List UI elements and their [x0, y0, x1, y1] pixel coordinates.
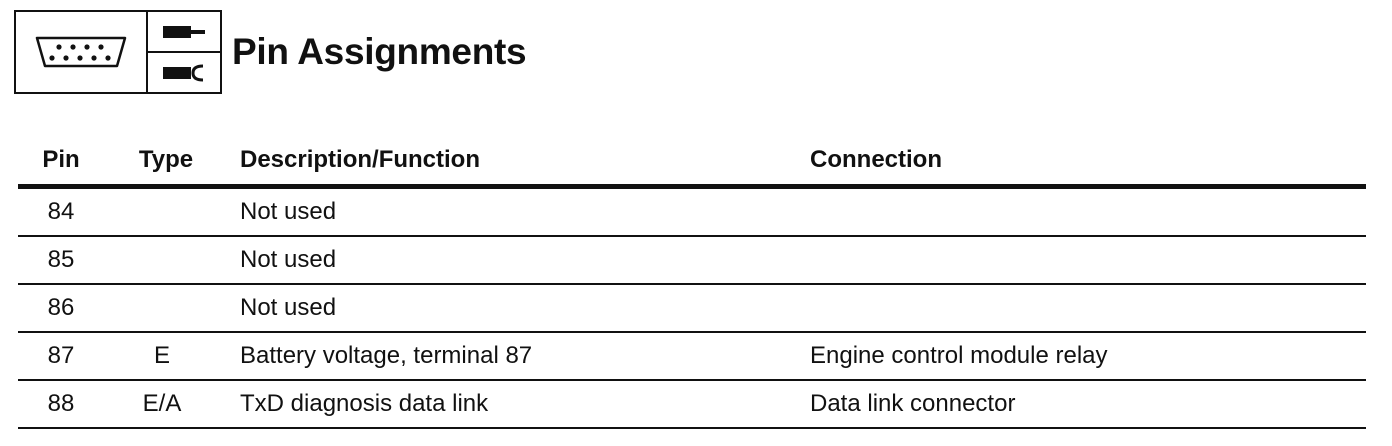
male-plug-icon: [148, 12, 220, 53]
connection-cell: Engine control module relay: [810, 332, 1366, 381]
type-cell: [104, 186, 220, 237]
column-header-connection: Connection: [810, 140, 1366, 189]
description-cell: Not used: [220, 236, 810, 285]
pin-cell: 84: [18, 186, 104, 237]
column-header-pin: Pin: [18, 140, 104, 189]
table-row: 85 Not used: [18, 236, 1366, 285]
connector-icon: [16, 12, 148, 92]
connector-icon-box: [14, 10, 222, 94]
page-header: Pin Assignments: [14, 10, 527, 94]
table-row: 88 E/A TxD diagnosis data link Data link…: [18, 380, 1366, 429]
pin-assignments-table: Pin Type Description/Function Connection…: [18, 140, 1366, 429]
description-cell: TxD diagnosis data link: [220, 380, 810, 429]
connection-cell: Data link connector: [810, 380, 1366, 429]
table-row: 86 Not used: [18, 284, 1366, 333]
connection-cell: [810, 236, 1366, 285]
pin-cell: 88: [18, 380, 104, 429]
connection-cell: [810, 186, 1366, 237]
type-cell: E/A: [104, 380, 220, 429]
pin-cell: 87: [18, 332, 104, 381]
type-cell: E: [104, 332, 220, 381]
table-header-row: Pin Type Description/Function Connection: [18, 140, 1366, 189]
female-socket-icon: [148, 53, 220, 92]
description-cell: Not used: [220, 284, 810, 333]
pin-cell: 85: [18, 236, 104, 285]
table-row: 87 E Battery voltage, terminal 87 Engine…: [18, 332, 1366, 381]
column-header-description: Description/Function: [220, 140, 810, 189]
table-row: 84 Not used: [18, 186, 1366, 237]
page-title: Pin Assignments: [232, 31, 527, 72]
description-cell: Battery voltage, terminal 87: [220, 332, 810, 381]
type-cell: [104, 236, 220, 285]
type-cell: [104, 284, 220, 333]
column-header-type: Type: [104, 140, 220, 189]
connection-cell: [810, 284, 1366, 333]
pin-cell: 86: [18, 284, 104, 333]
description-cell: Not used: [220, 186, 810, 237]
